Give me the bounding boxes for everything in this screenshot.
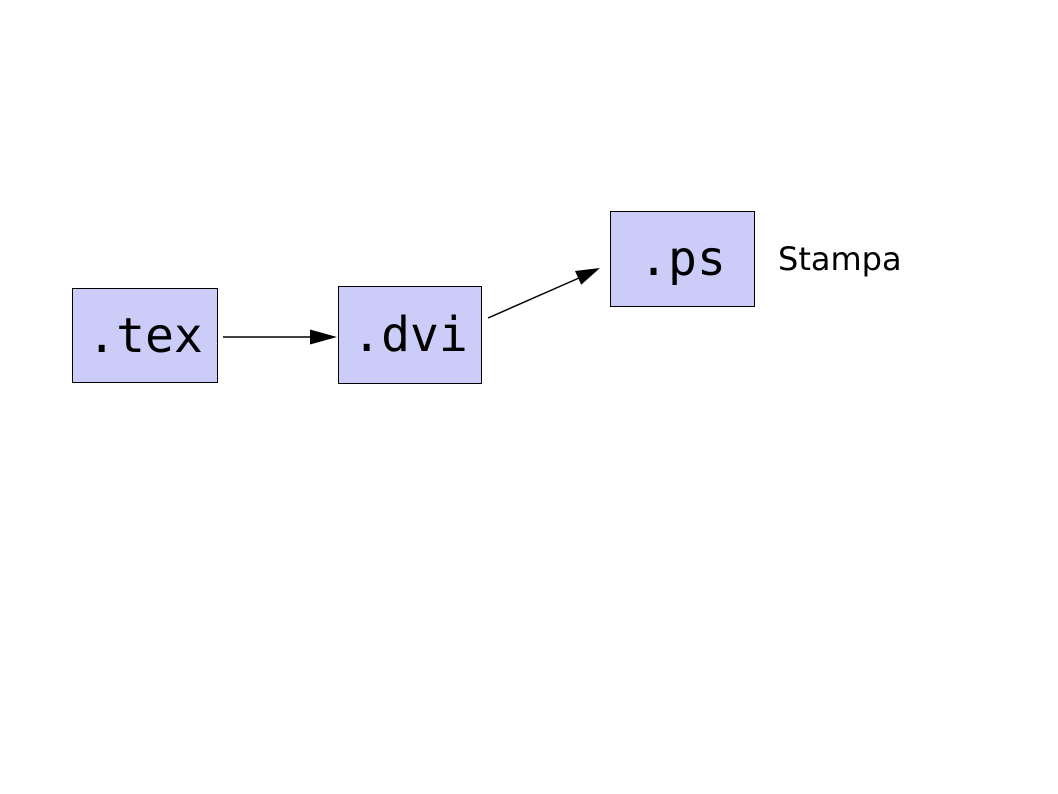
node-dvi-label: .dvi — [352, 307, 468, 363]
node-ps-label: .ps — [639, 231, 726, 287]
arrow-dvi-to-ps — [487, 268, 600, 319]
node-dvi: .dvi — [338, 286, 482, 384]
annotation-stampa-label: Stampa — [778, 240, 902, 278]
node-tex-label: .tex — [87, 307, 203, 364]
annotation-stampa: Stampa — [778, 211, 902, 307]
node-ps: .ps — [610, 211, 755, 307]
node-tex: .tex — [72, 288, 218, 383]
arrow-tex-to-dvi — [223, 329, 337, 345]
